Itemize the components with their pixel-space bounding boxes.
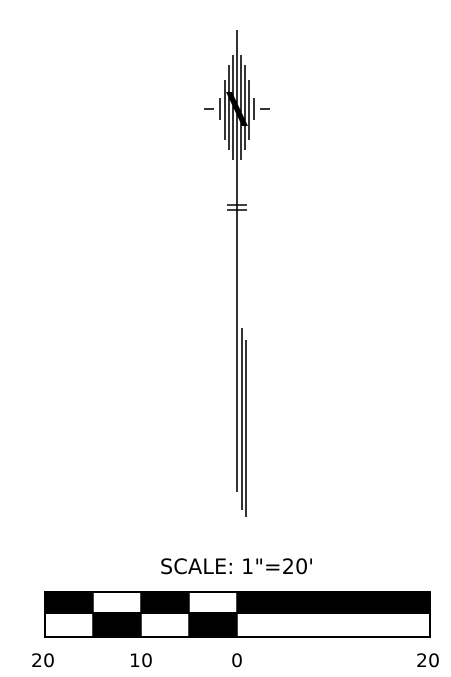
scale-label: SCALE: 1"=20' — [160, 555, 314, 579]
scale-tick-label: 10 — [129, 650, 153, 672]
scale-segment-bottom — [140, 612, 190, 638]
north-arrow — [204, 30, 270, 517]
scale-segment-bottom — [189, 613, 237, 637]
scale-tick-label: 0 — [231, 650, 243, 672]
scale-bar-outline — [44, 591, 431, 638]
scale-segment-top — [141, 592, 189, 613]
scale-segment-top — [188, 591, 238, 614]
scale-segment-top — [92, 591, 142, 614]
scale-segment-bottom — [236, 612, 431, 638]
scale-tick-label: 20 — [31, 650, 55, 672]
scale-segment-bottom — [44, 612, 94, 638]
scale-segment-bottom — [93, 613, 141, 637]
scale-segment-top — [237, 592, 430, 613]
scale-segment-top — [45, 592, 93, 613]
scale-bar — [44, 591, 431, 638]
north-letter-n — [226, 92, 248, 126]
scale-tick-label: 20 — [416, 650, 440, 672]
